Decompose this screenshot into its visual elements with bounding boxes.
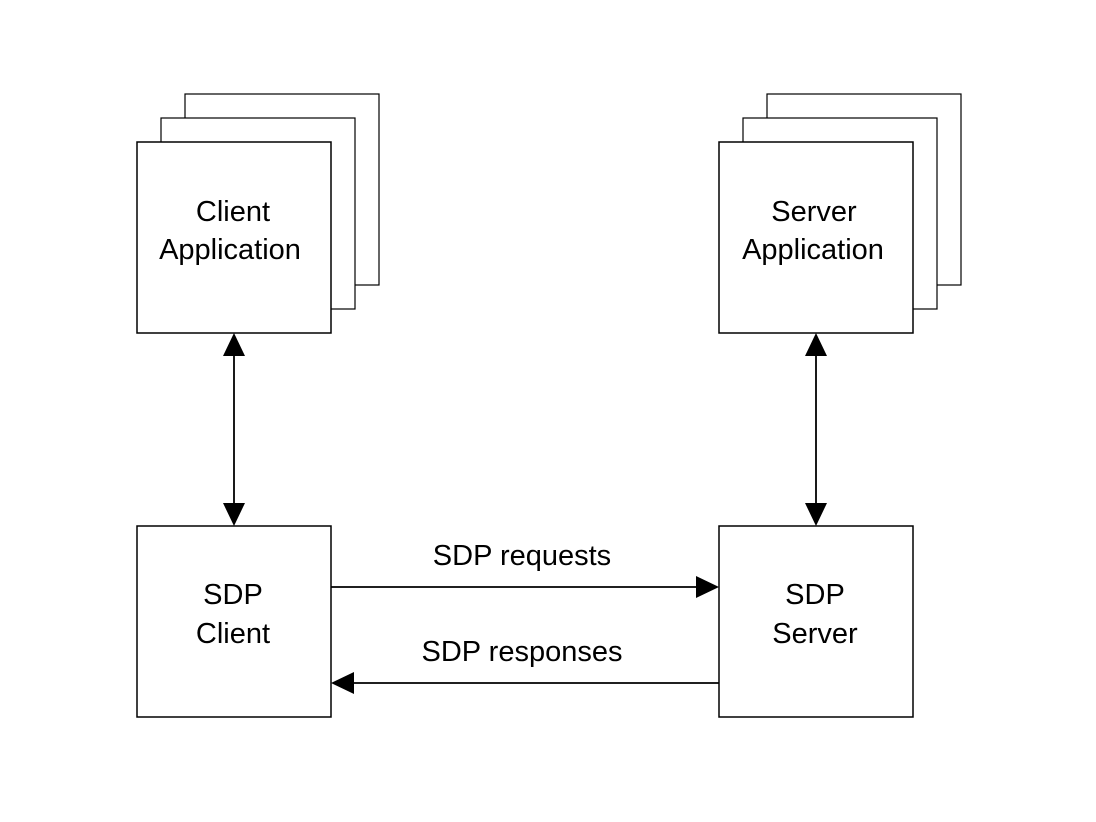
client-application-label-line1: Client [196, 196, 270, 228]
client-app-sdp-client-arrow [223, 333, 245, 526]
sdp-server-box [718, 525, 914, 718]
sdp-requests-arrow: SDP requests [331, 540, 719, 598]
server-arrow-up-head [805, 333, 827, 356]
client-application-box [136, 141, 332, 334]
sdp-requests-label: SDP requests [433, 540, 611, 572]
client-application-label-line2: Application [159, 234, 301, 266]
sdp-server-label-line1: SDP [785, 579, 845, 611]
server-app-sdp-server-arrow [805, 333, 827, 526]
client-arrow-down-head [223, 503, 245, 526]
server-application-box [718, 141, 914, 334]
server-application-label-line1: Server [771, 196, 857, 228]
sdp-client-node: SDP Client [136, 525, 332, 718]
sdp-responses-arrow: SDP responses [331, 636, 719, 694]
server-arrow-down-head [805, 503, 827, 526]
sdp-responses-label: SDP responses [422, 636, 623, 668]
sdp-server-node: SDP Server [718, 525, 914, 718]
requests-arrow-head [696, 576, 719, 598]
sdp-client-label-line2: Client [196, 618, 270, 650]
responses-arrow-head [331, 672, 354, 694]
sdp-client-label-line1: SDP [203, 579, 263, 611]
sdp-client-box [136, 525, 332, 718]
server-application-label-line2: Application [742, 234, 884, 266]
sdp-server-label-line2: Server [772, 618, 858, 650]
client-application-node: Client Application [136, 93, 380, 334]
client-arrow-up-head [223, 333, 245, 356]
server-application-node: Server Application [718, 93, 962, 334]
